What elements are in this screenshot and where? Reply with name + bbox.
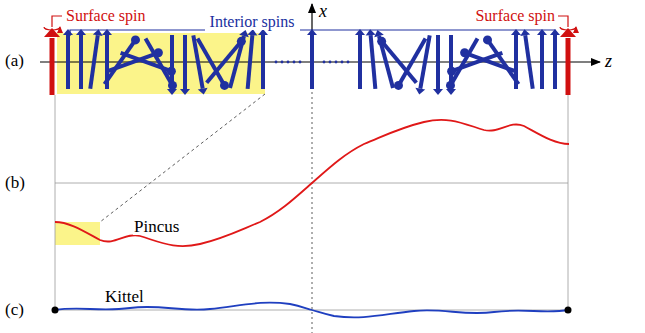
spin-head <box>537 29 547 35</box>
axis-label: x <box>318 2 328 20</box>
spin-head <box>131 35 140 44</box>
panel-label: (a) <box>4 52 25 69</box>
axis-label: z <box>604 52 613 70</box>
spin-arrow <box>514 35 518 89</box>
spin-arrow <box>66 35 70 89</box>
spin-head <box>377 37 386 46</box>
spin-head <box>355 29 365 35</box>
spin-arrow <box>420 35 429 88</box>
panel-label: (b) <box>4 174 26 191</box>
spin-head <box>520 29 530 36</box>
frame-line <box>55 95 56 310</box>
curve-label: Kittel <box>104 288 145 305</box>
spin-arrow <box>525 35 533 88</box>
end-dot <box>565 307 572 314</box>
spin-arrow <box>183 35 187 89</box>
spin-arrow <box>358 35 362 89</box>
center-line <box>312 62 313 333</box>
surface-spin <box>44 27 576 95</box>
end-dot <box>52 307 59 314</box>
spin-head <box>167 89 177 95</box>
interior-spins <box>63 29 560 95</box>
spin-head <box>447 67 456 76</box>
spin-arrow <box>146 39 173 86</box>
spin-head <box>446 89 456 95</box>
interior-label: Interior spins <box>209 14 296 30</box>
spin-head <box>220 81 229 90</box>
ellipsis-dots <box>275 61 350 64</box>
frame-line <box>568 95 569 310</box>
spin-head <box>511 29 521 35</box>
spin-arrow <box>90 35 98 88</box>
spin-arrow <box>230 36 244 88</box>
spin-head <box>93 29 103 36</box>
surface-bracket <box>52 16 62 27</box>
surface-label: Surface spin <box>474 8 556 24</box>
spin-arrow <box>436 35 440 89</box>
spin-arrow <box>488 40 519 84</box>
pincus-curve <box>55 120 569 246</box>
spin-arrow <box>170 35 174 89</box>
spin-head <box>307 29 317 35</box>
spin-arrow <box>540 35 544 89</box>
surface-bracket <box>558 16 568 27</box>
spin-head <box>239 30 249 37</box>
highlight-box <box>57 33 265 94</box>
spin-head <box>76 29 86 35</box>
spin-head <box>198 88 208 95</box>
spin-arrow <box>371 35 376 89</box>
spin-head <box>366 29 376 35</box>
spin-head <box>374 30 384 37</box>
surface-label: Surface spin <box>65 8 147 24</box>
zoom-leader <box>100 94 265 222</box>
spin-arrow <box>261 35 265 89</box>
spin-head <box>415 88 425 95</box>
spin-head <box>550 29 560 35</box>
spin-head <box>247 29 257 35</box>
spin-arrow <box>310 35 314 89</box>
panel-label: (c) <box>4 301 25 318</box>
highlight-box <box>55 222 100 245</box>
spin-head <box>180 89 190 95</box>
curve-label: Pincus <box>133 218 180 235</box>
spin-head <box>394 81 403 90</box>
spin-head <box>63 29 73 35</box>
spin-head <box>460 48 469 57</box>
spin-head <box>446 81 455 90</box>
spin-arrow <box>248 35 253 89</box>
spin-arrow <box>79 35 83 89</box>
spin-head <box>483 35 492 44</box>
spin-arrow <box>553 35 557 89</box>
spin-head <box>102 29 112 35</box>
spin-head <box>433 89 443 95</box>
